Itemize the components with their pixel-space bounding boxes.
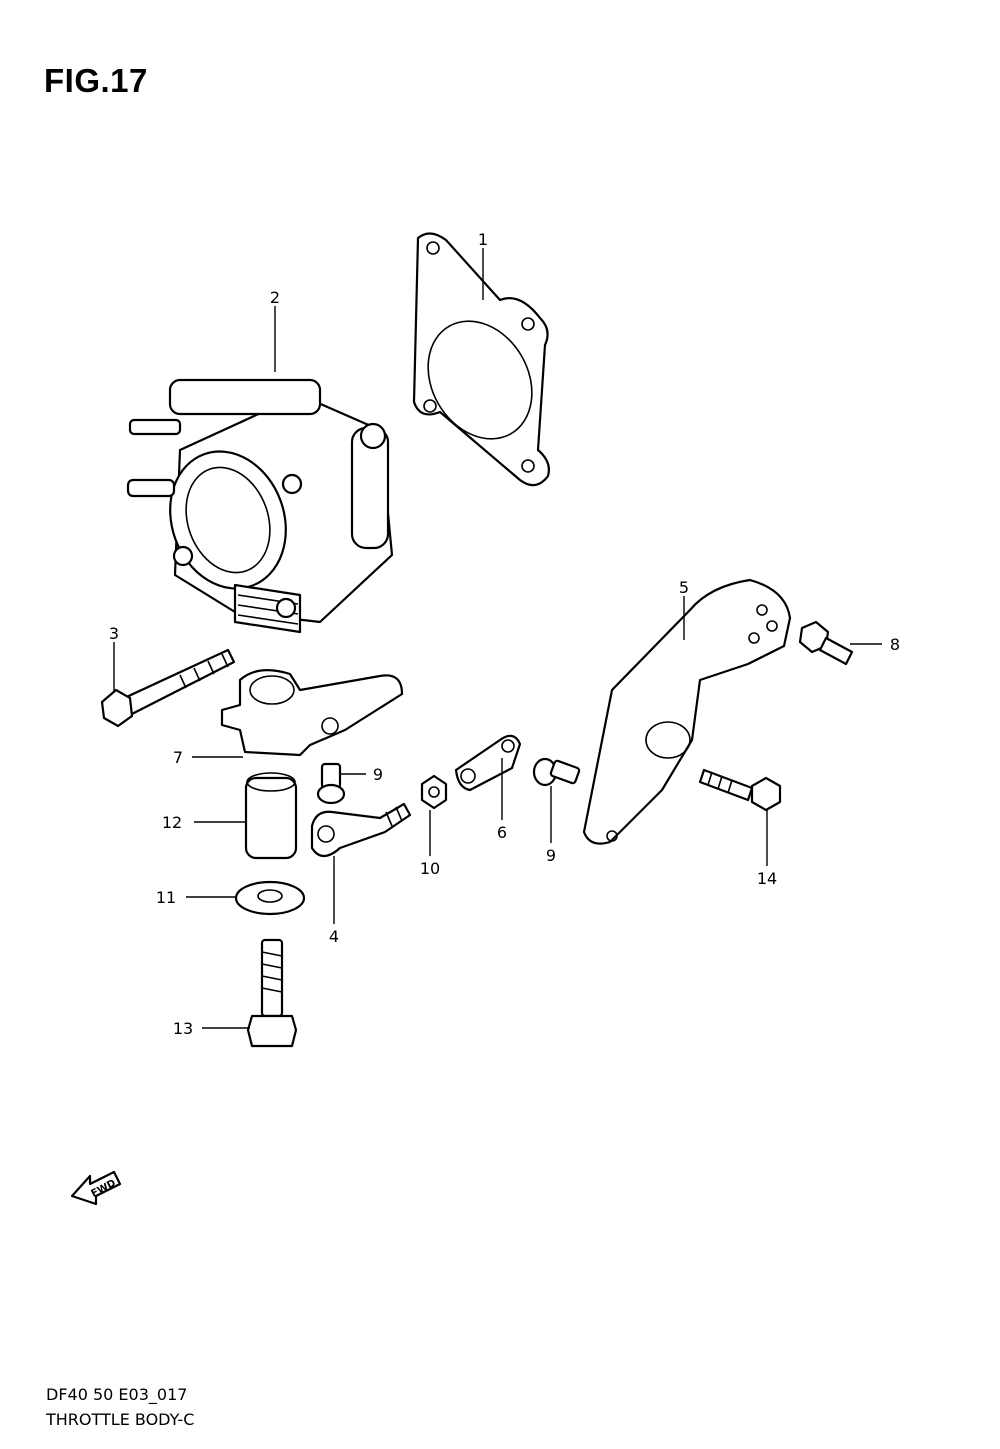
callout-12: 12 [162, 813, 182, 832]
callout-11: 11 [156, 888, 176, 907]
part-6-joint[interactable] [454, 734, 522, 792]
callout-1: 1 [478, 230, 488, 249]
callout-4: 4 [329, 927, 339, 946]
callout-3: 3 [109, 624, 119, 643]
callout-8: 8 [890, 635, 900, 654]
callout-2: 2 [270, 288, 280, 307]
part-3-long-bolt[interactable] [100, 648, 236, 728]
part-8-small-bolt[interactable] [798, 620, 854, 666]
callout-7: 7 [173, 748, 183, 767]
part-1-gasket[interactable] [407, 232, 552, 487]
part-2-throttle-body[interactable] [126, 378, 394, 634]
diagram-code: DF40 50 E03_017 [46, 1385, 188, 1404]
part-13-bolt[interactable] [246, 938, 298, 1048]
callout-9b: 9 [546, 846, 556, 865]
callout-14: 14 [757, 869, 777, 888]
callout-13: 13 [173, 1019, 193, 1038]
part-10-nut[interactable] [420, 774, 448, 810]
part-7-bracket[interactable] [220, 669, 404, 757]
part-14-bolt[interactable] [698, 768, 782, 812]
part-9-ball-stud-right[interactable] [532, 757, 581, 787]
diagram-name: THROTTLE BODY-C [46, 1410, 195, 1429]
callout-5: 5 [679, 578, 689, 597]
part-11-washer[interactable] [234, 880, 306, 916]
fwd-arrow-icon: FWD [70, 1170, 122, 1206]
callout-6: 6 [497, 823, 507, 842]
part-9-ball-stud-left[interactable] [316, 762, 346, 805]
figure-title: FIG.17 [44, 62, 148, 99]
callout-10: 10 [420, 859, 440, 878]
callout-9a: 9 [373, 765, 383, 784]
part-5-lever[interactable] [582, 578, 792, 845]
part-4-rod-end[interactable] [310, 802, 412, 858]
part-12-collar[interactable] [244, 772, 298, 860]
